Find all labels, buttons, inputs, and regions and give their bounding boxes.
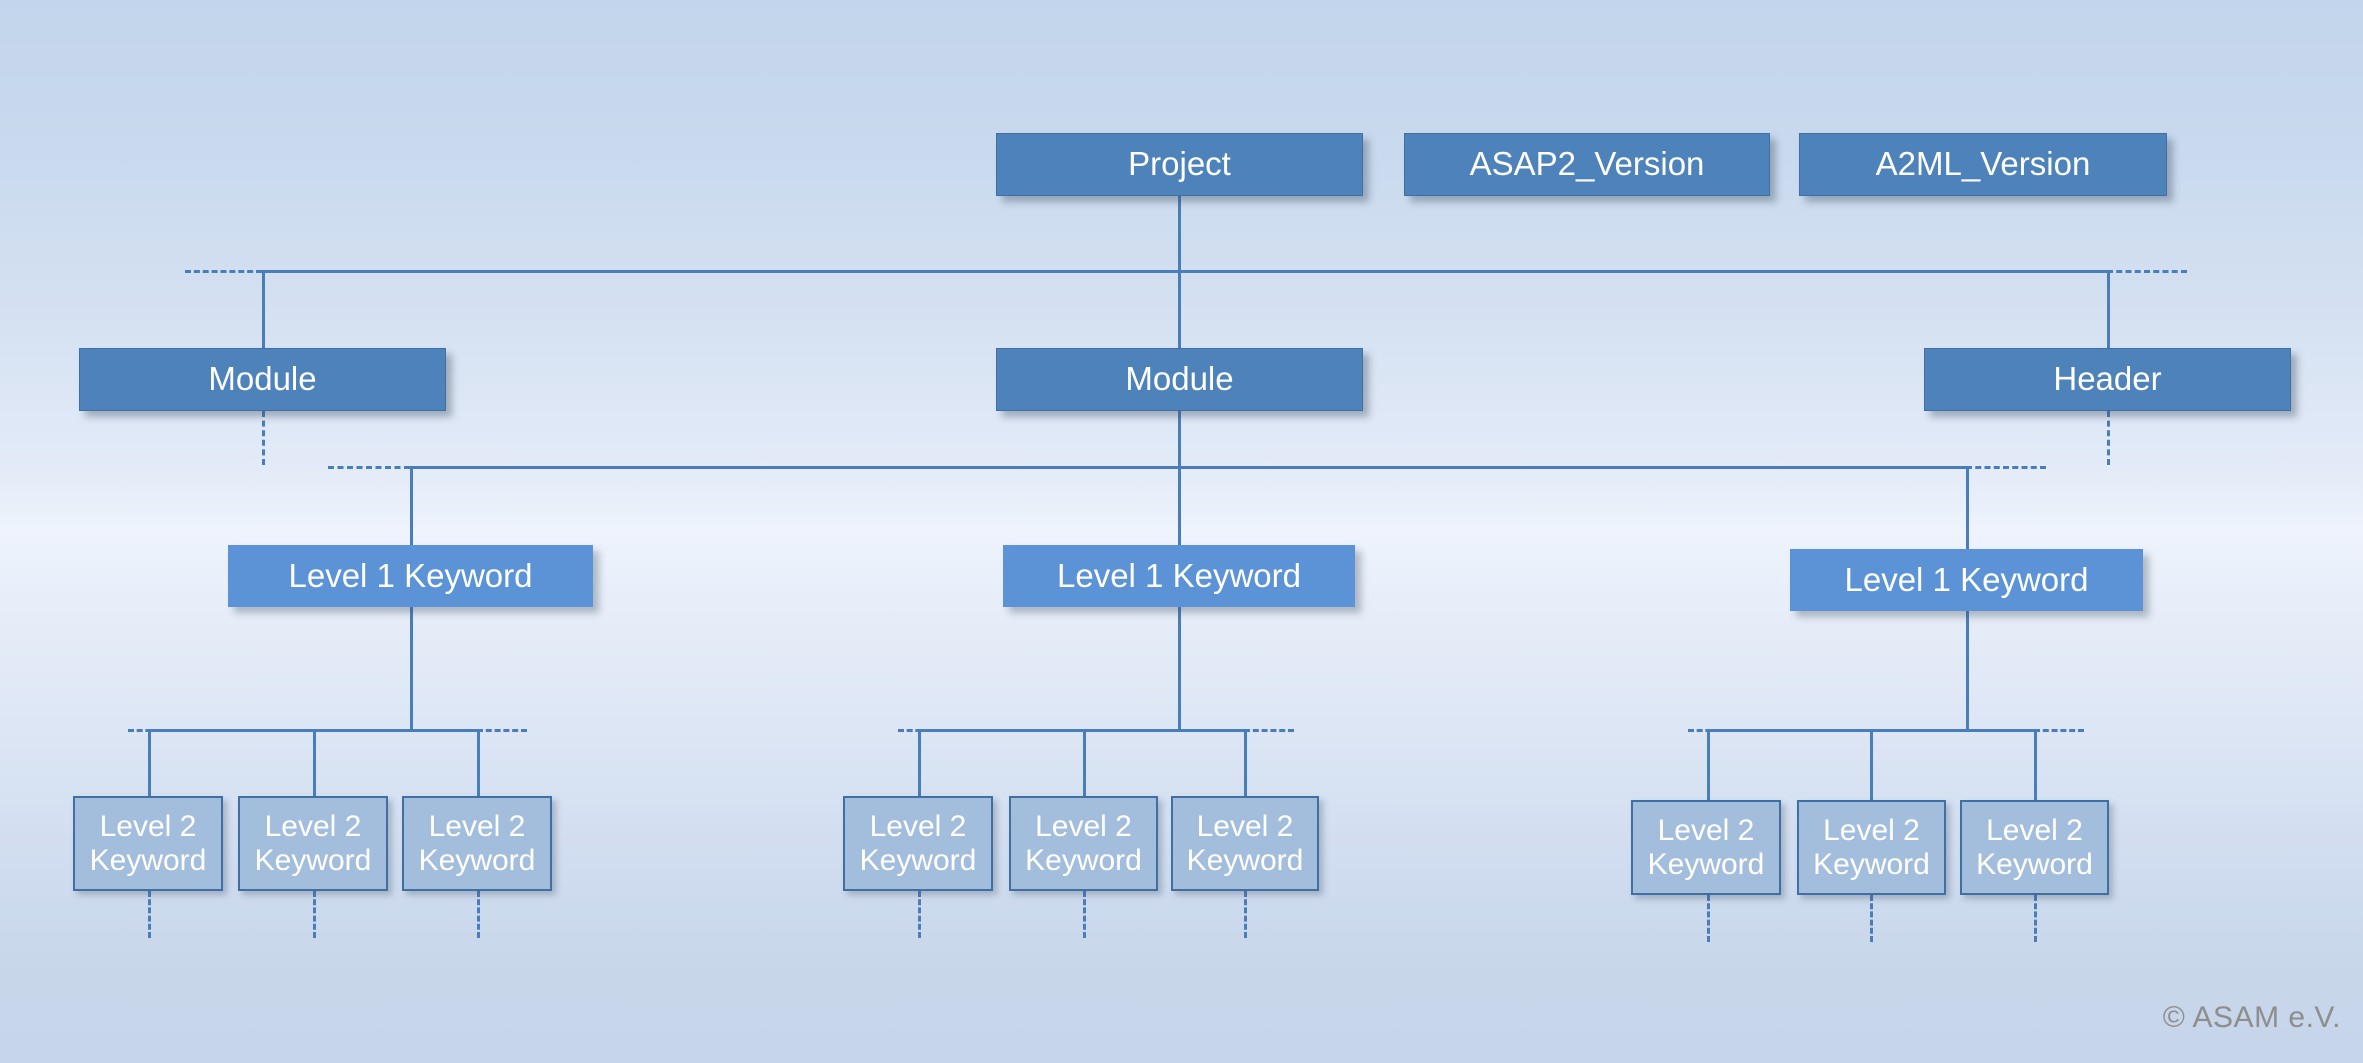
node-level2-keyword-7[interactable]: Level 2 Keyword	[1631, 800, 1781, 895]
bus-level2-group2-dash-left	[898, 729, 930, 732]
node-project[interactable]: Project	[996, 133, 1363, 196]
connector-module-to-level1	[1178, 411, 1181, 552]
node-level2-keyword-4[interactable]: Level 2 Keyword	[843, 796, 993, 891]
node-level1-keyword-left[interactable]: Level 1 Keyword	[228, 545, 593, 607]
bus-level2-group3-dash-left	[1688, 729, 1720, 732]
stub-below-level2-6	[1244, 891, 1247, 938]
bus-level2-group2-solid	[918, 729, 1246, 732]
stub-below-level2-5	[1083, 891, 1086, 938]
bus-row3-dash-right	[1966, 466, 2046, 469]
stub-below-level2-2	[313, 891, 316, 938]
connector-bus-to-header	[2107, 270, 2110, 348]
connector-g2-box2	[1083, 729, 1086, 796]
connector-level1-right-down	[1966, 611, 1969, 729]
bus-row2-solid	[262, 270, 2107, 273]
connector-g3-box2	[1870, 729, 1873, 800]
node-level2-keyword-9[interactable]: Level 2 Keyword	[1960, 800, 2109, 895]
connector-g1-box2	[313, 729, 316, 796]
bus-level2-group3-dash-right	[2034, 729, 2084, 732]
bus-level2-group1-dash-right	[477, 729, 527, 732]
stub-below-level2-3	[477, 891, 480, 938]
connector-g3-box1	[1707, 729, 1710, 800]
node-level2-keyword-1[interactable]: Level 2 Keyword	[73, 796, 223, 891]
node-level1-keyword-middle[interactable]: Level 1 Keyword	[1003, 545, 1355, 607]
node-level2-keyword-6[interactable]: Level 2 Keyword	[1171, 796, 1319, 891]
node-module-left[interactable]: Module	[79, 348, 446, 411]
connector-bus-to-level1-left	[410, 466, 413, 552]
node-level2-keyword-5[interactable]: Level 2 Keyword	[1009, 796, 1158, 891]
bus-level2-group1-dash-left	[128, 729, 160, 732]
node-asap2-version[interactable]: ASAP2_Version	[1404, 133, 1770, 196]
stub-below-level2-4	[918, 891, 921, 938]
node-level2-keyword-2[interactable]: Level 2 Keyword	[238, 796, 388, 891]
node-a2ml-version[interactable]: A2ML_Version	[1799, 133, 2167, 196]
connector-g3-box3	[2034, 729, 2037, 800]
connector-g1-box3	[477, 729, 480, 796]
stub-below-level2-7	[1707, 895, 1710, 942]
bus-row2-dash-right	[2107, 270, 2187, 273]
node-module-middle[interactable]: Module	[996, 348, 1363, 411]
connector-g1-box1	[148, 729, 151, 796]
stub-below-level2-9	[2034, 895, 2037, 942]
connector-g2-box1	[918, 729, 921, 796]
bus-row3-solid	[410, 466, 1966, 469]
node-level2-keyword-8[interactable]: Level 2 Keyword	[1797, 800, 1946, 895]
copyright-notice: © ASAM e.V.	[2162, 1001, 2341, 1034]
stub-below-level2-1	[148, 891, 151, 938]
node-level2-keyword-3[interactable]: Level 2 Keyword	[402, 796, 552, 891]
node-header[interactable]: Header	[1924, 348, 2291, 411]
connector-g2-box3	[1244, 729, 1247, 796]
connector-bus-to-module-left	[262, 270, 265, 348]
connector-level1-middle-down	[1178, 607, 1181, 729]
stub-below-header	[2107, 411, 2110, 465]
stub-below-module-left	[262, 411, 265, 465]
bus-level2-group2-dash-right	[1244, 729, 1294, 732]
connector-level1-left-down	[410, 607, 413, 729]
connector-bus-to-level1-right	[1966, 466, 1969, 552]
bus-row3-dash-left	[328, 466, 410, 469]
stub-below-level2-8	[1870, 895, 1873, 942]
node-level1-keyword-right[interactable]: Level 1 Keyword	[1790, 549, 2143, 611]
bus-row2-dash-left	[185, 270, 262, 273]
